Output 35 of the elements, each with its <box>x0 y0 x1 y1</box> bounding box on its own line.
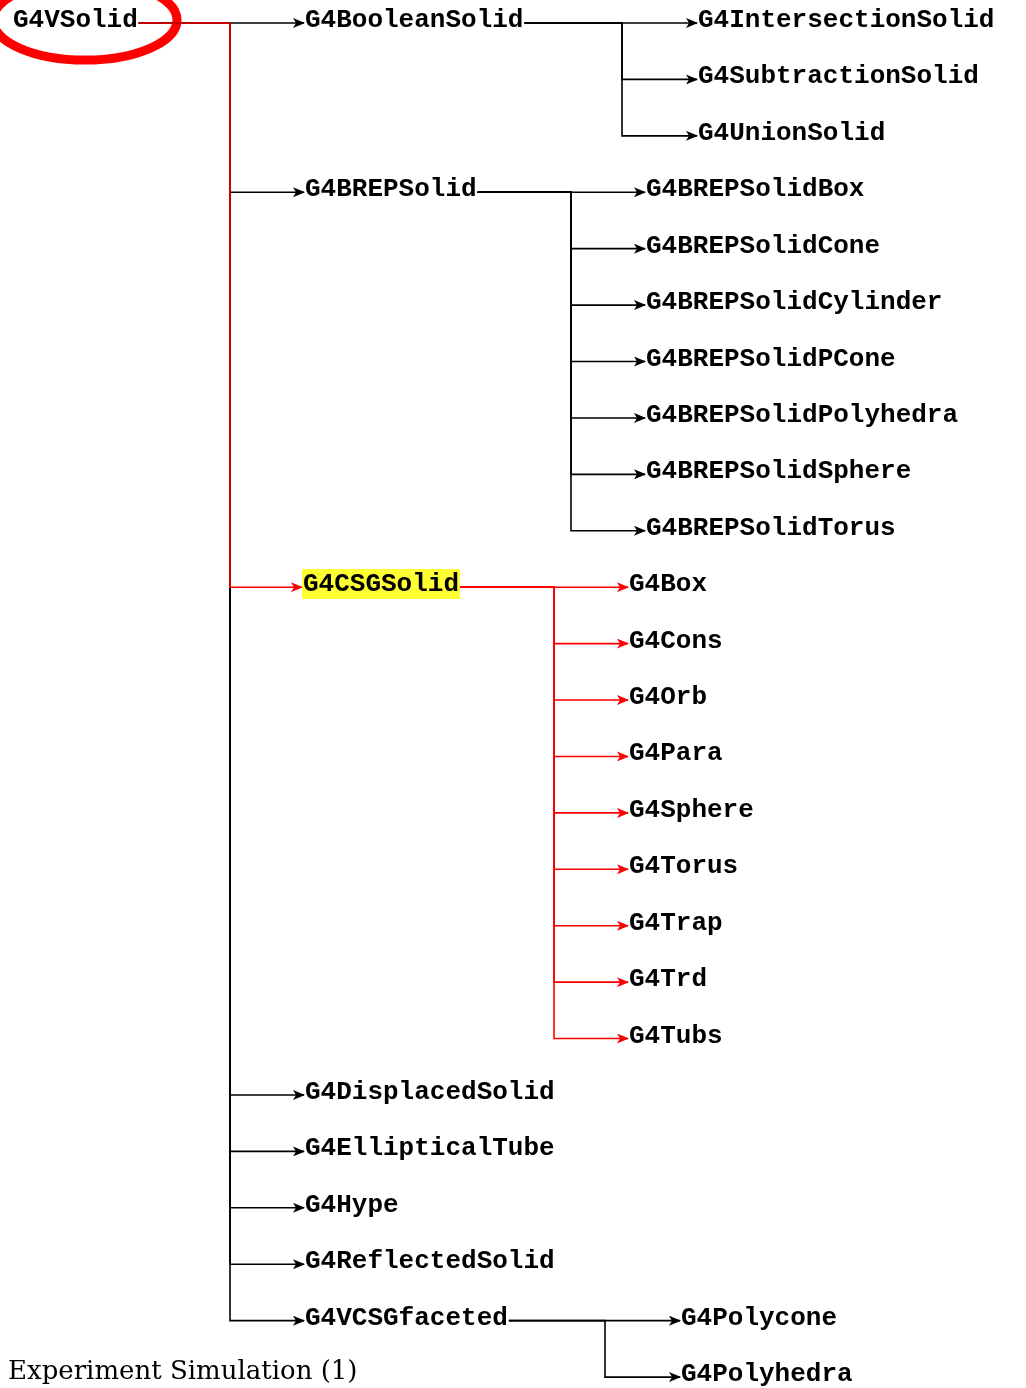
class-name: G4DisplacedSolid <box>304 1076 556 1107</box>
class-name: G4EllipticalTube <box>304 1133 556 1164</box>
inheritance-arrow <box>508 1319 681 1383</box>
class-name: G4Trap <box>628 907 724 938</box>
highlighted-class-name: G4CSGSolid <box>302 569 461 600</box>
class-name: G4BREPSolidBox <box>645 174 866 205</box>
class-name: G4VSolid <box>12 5 139 35</box>
class-name: G4ReflectedSolid <box>304 1246 556 1277</box>
class-name: G4Polycone <box>680 1302 839 1333</box>
class-name: G4Tubs <box>628 1020 724 1051</box>
class-name: G4UnionSolid <box>697 117 887 148</box>
class-name: G4BREPSolidPCone <box>645 343 897 374</box>
class-name: G4BREPSolidSphere <box>645 456 913 487</box>
inheritance-arrow <box>138 22 303 593</box>
class-name: G4IntersectionSolid <box>697 5 996 35</box>
class-name: G4BREPSolidCylinder <box>645 287 944 318</box>
class-name: G4SubtractionSolid <box>697 61 980 92</box>
class-name: G4VCSGfaceted <box>304 1302 509 1333</box>
class-name: G4BREPSolidTorus <box>645 512 897 543</box>
class-name: G4Sphere <box>628 794 755 825</box>
class-name: G4Cons <box>628 625 724 656</box>
class-name: G4BREPSolidPolyhedra <box>645 399 960 430</box>
inheritance-arrow <box>523 22 698 141</box>
class-name: G4Polyhedra <box>680 1359 854 1388</box>
class-name: G4Para <box>628 738 724 769</box>
class-name: G4Orb <box>628 682 708 713</box>
class-name: G4Trd <box>628 964 708 995</box>
class-name: G4Box <box>628 569 708 600</box>
footer-text: Experiment Simulation (1) <box>8 1354 358 1386</box>
class-name: G4Hype <box>304 1189 400 1220</box>
class-name: G4BREPSolidCone <box>645 230 882 261</box>
class-name: G4Torus <box>628 851 740 882</box>
inheritance-arrow <box>476 191 646 536</box>
class-name: G4BREPSolid <box>304 174 478 205</box>
class-name: G4BooleanSolid <box>304 5 525 35</box>
